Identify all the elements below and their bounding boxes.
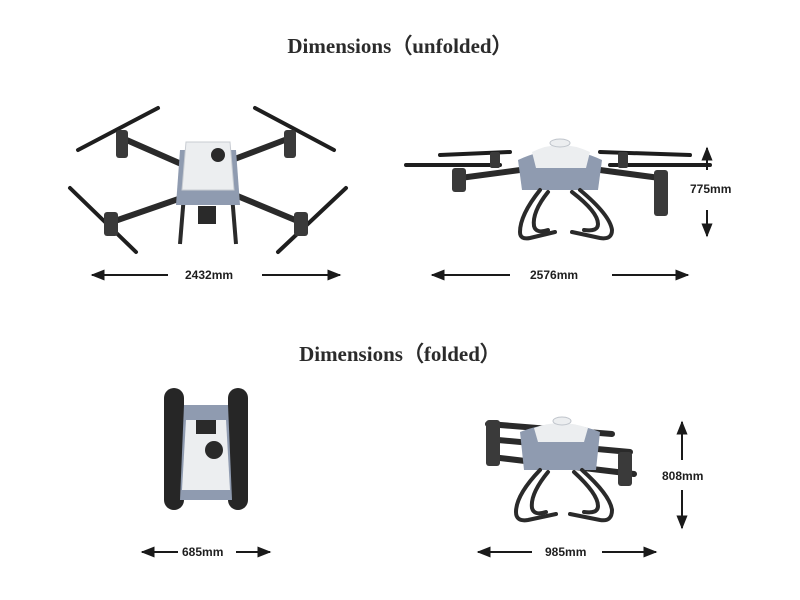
drone-folded-top-view (164, 388, 248, 510)
drone-folded-side-view (485, 416, 637, 523)
label-folded-side-height: 808mm (662, 469, 704, 483)
drone-unfolded-side-view (404, 138, 712, 241)
label-unfolded-side-height: 775mm (690, 182, 732, 196)
heading-folded: Dimensions（folded） (299, 342, 501, 366)
label-folded-top-width: 685mm (182, 545, 224, 559)
label-unfolded-side-width: 2576mm (530, 268, 579, 282)
label-folded-side-width: 985mm (545, 545, 587, 559)
dimension-arrows (90, 146, 713, 558)
heading-unfolded: Dimensions（unfolded） (287, 34, 513, 58)
drone-unfolded-top-view (68, 106, 348, 254)
label-unfolded-top-width: 2432mm (185, 268, 234, 282)
